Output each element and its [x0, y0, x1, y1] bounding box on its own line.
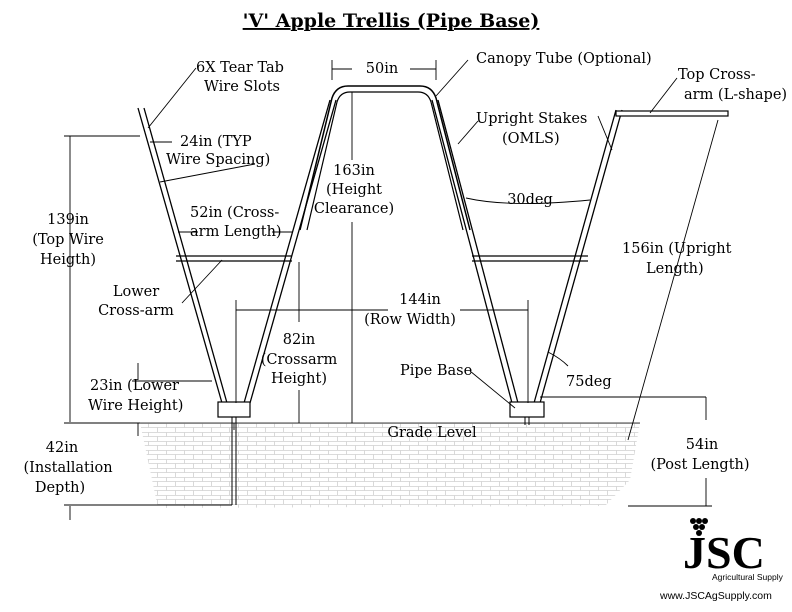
crossarm-height-label-2: (Crossarm	[261, 352, 338, 368]
upright-length-label: 156in (Upright	[622, 241, 732, 257]
upright-stakes-label-2: (OMLS)	[502, 131, 560, 147]
labels: 6X Tear Tab Wire Slots 24in (TYP Wire Sp…	[23, 51, 787, 496]
page-title: 'V' Apple Trellis (Pipe Base)	[243, 10, 540, 32]
top-wire-label-2: (Top Wire	[32, 232, 104, 248]
crossarm-height-label-3: Height)	[271, 371, 327, 387]
right-pipe-base	[509, 401, 545, 418]
top-crossarm	[615, 110, 729, 117]
install-depth-label-2: (Installation	[23, 460, 112, 476]
tear-tab-label: 6X Tear Tab	[196, 60, 284, 76]
pipe-base-label: Pipe Base	[400, 363, 472, 379]
height-clearance-label-2: (Height	[326, 182, 382, 198]
ground-area	[140, 423, 640, 508]
top-crossarm-label-2: arm (L-shape)	[684, 87, 787, 103]
post-length-label: 54in	[686, 437, 718, 453]
height-clearance-label: 163in	[333, 163, 375, 179]
angle-30-label: 30deg	[507, 192, 553, 208]
top-wire-label-3: Heigth)	[40, 252, 96, 268]
crossarm-length-label-2: arm Length)	[190, 224, 282, 240]
crossarm-length-label: 52in (Cross-	[190, 205, 279, 221]
crossarm-height-label: 82in	[283, 332, 315, 348]
lower-crossarm-label: Lower	[113, 284, 159, 300]
canopy-width-label: 50in	[366, 61, 398, 77]
logo-subtitle: Agricultural Supply	[712, 572, 784, 582]
dimension-lines	[64, 60, 719, 520]
row-width-label: 144in	[399, 292, 441, 308]
right-trellis	[431, 99, 729, 425]
angle-75-label: 75deg	[566, 374, 612, 390]
leader-lines	[147, 59, 678, 430]
left-pipe-base	[217, 401, 251, 418]
row-width-label-2: (Row Width)	[364, 312, 456, 328]
lower-wire-label-2: Wire Height)	[88, 398, 183, 414]
install-depth-label-3: Depth)	[35, 480, 85, 496]
upright-stakes-label: Upright Stakes	[476, 111, 587, 127]
install-depth-label: 42in	[46, 440, 78, 456]
canopy-tube-label: Canopy Tube (Optional)	[476, 51, 652, 67]
tear-tab-label-2: Wire Slots	[204, 79, 280, 95]
grade-level-label: Grade Level	[387, 425, 477, 441]
logo-mark: JSC	[683, 527, 765, 578]
canopy-tube	[299, 85, 471, 231]
top-wire-label: 139in	[47, 212, 89, 228]
lower-crossarm-label-2: Cross-arm	[98, 303, 174, 319]
height-clearance-label-3: Clearance)	[314, 201, 394, 217]
lower-wire-label: 23in (Lower	[90, 378, 179, 394]
left-trellis	[137, 99, 337, 505]
top-crossarm-label: Top Cross-	[678, 67, 756, 83]
jsc-logo: JSC Agricultural Supply www.JSCAgSupply.…	[659, 518, 784, 602]
wire-spacing-label: 24in (TYP	[180, 134, 252, 150]
logo-url: www.JSCAgSupply.com	[659, 590, 772, 602]
post-length-label-2: (Post Length)	[650, 457, 749, 473]
wire-spacing-label-2: Wire Spacing)	[166, 152, 270, 168]
upright-length-label-2: Length)	[646, 261, 704, 277]
